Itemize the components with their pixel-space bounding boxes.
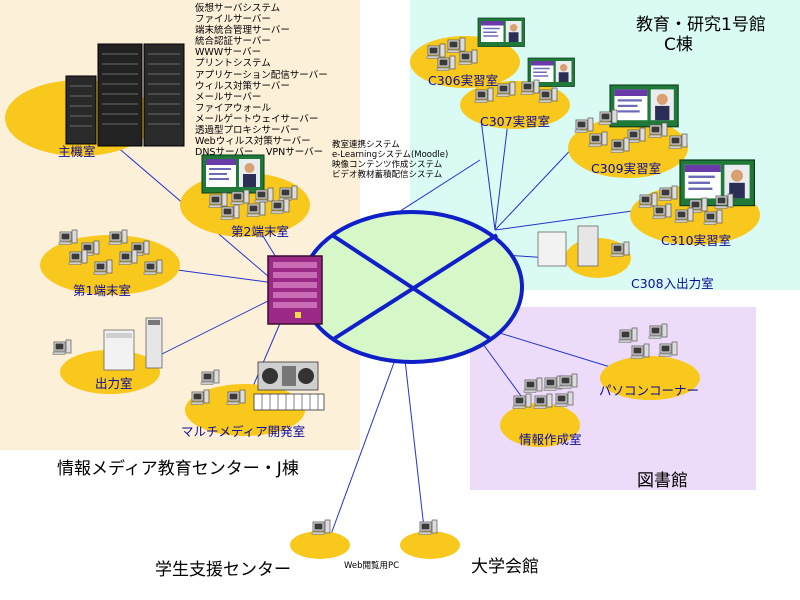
info-create-label: 情報作成室 <box>519 432 582 447</box>
link-hall <box>404 359 426 538</box>
student-pc-oval <box>290 531 350 559</box>
hall-pc <box>418 519 438 535</box>
server-item: Webウィルス対策サーバー <box>195 136 311 148</box>
pc-group-info-create <box>512 373 578 409</box>
student-center-label: 学生支援センター <box>155 560 291 580</box>
c310-label: C310実習室 <box>661 233 732 248</box>
server-item: プリントシステム <box>195 58 271 70</box>
server-item: 端末統合管理サーバー <box>195 25 290 37</box>
student-pc <box>311 519 331 535</box>
term2-label: 第2端末室 <box>231 224 289 239</box>
pc-group-multimedia <box>190 361 325 411</box>
library-label: 図書館 <box>637 471 688 491</box>
server-item: ウィルス対策サーバー <box>195 80 290 92</box>
pc-corner-label: パソコンコーナー <box>599 383 700 398</box>
server-item: メールゲートウェイサーバー <box>195 113 319 125</box>
server-list: 仮想サーバシステム ファイルサーバー 端末統合管理サーバー 統合認証サーバー W… <box>195 3 328 158</box>
link-pc-corner <box>489 329 621 371</box>
server-item: WWWサーバー <box>195 47 262 59</box>
term2-screen <box>201 154 265 194</box>
link-c310 <box>494 209 641 231</box>
c-building-label-line2: C棟 <box>664 35 693 55</box>
server-item: 仮想サーバシステム <box>195 3 281 14</box>
system-list: 教室連携システム e-Learningシステム(Moodle) 映像コンテンツ作… <box>332 140 448 180</box>
pc-group-output <box>52 317 163 371</box>
web-pc-label: Web閲覧用PC <box>344 561 400 571</box>
pc-group-pc-corner <box>618 323 678 359</box>
system-item: ビデオ教材蓄積配信システム <box>332 170 443 180</box>
c309-label: C309実習室 <box>591 161 662 176</box>
c308-label: C308入出力室 <box>631 276 714 291</box>
system-item: 教室連携システム <box>332 140 400 150</box>
backbone-ring <box>300 210 524 364</box>
pc-corner-oval <box>600 356 700 400</box>
link-student <box>329 359 396 538</box>
server-item: メールサーバー <box>195 91 262 103</box>
hall-pc-oval <box>400 531 460 559</box>
server-item: 統合認証サーバー <box>195 36 271 48</box>
info-create-oval <box>500 403 580 447</box>
server-item: DNSサーバー VPNサーバー <box>195 147 324 159</box>
server-racks <box>65 43 185 147</box>
server-room-label: 主機室 <box>58 144 96 159</box>
multimedia-label: マルチメディア開発室 <box>181 424 306 439</box>
link-c309 <box>494 139 581 231</box>
j-building-label: 情報メディア教育センター・J棟 <box>57 459 299 479</box>
term1-label: 第1端末室 <box>73 283 131 298</box>
system-item: e-Learningシステム(Moodle) <box>332 150 449 160</box>
server-item: アプリケーション配信サーバー <box>195 69 328 81</box>
system-item: 映像コンテンツ作成システム <box>332 160 443 170</box>
server-item: ファイアウォール <box>195 102 272 114</box>
output-oval <box>60 350 160 394</box>
c-building-label-line1: 教育・研究1号館 <box>636 15 766 35</box>
c307-label: C307実習室 <box>480 114 551 129</box>
university-hall-label: 大学会館 <box>471 557 539 577</box>
c306-screen <box>477 17 525 47</box>
c306-label: C306実習室 <box>428 73 499 88</box>
server-item: ファイルサーバー <box>195 14 271 26</box>
core-switch <box>267 255 323 325</box>
pc-group-c308 <box>537 225 630 267</box>
server-item: 透過型プロキシサーバー <box>195 125 300 137</box>
c309-screen <box>609 84 679 128</box>
output-label: 出力室 <box>95 376 133 391</box>
